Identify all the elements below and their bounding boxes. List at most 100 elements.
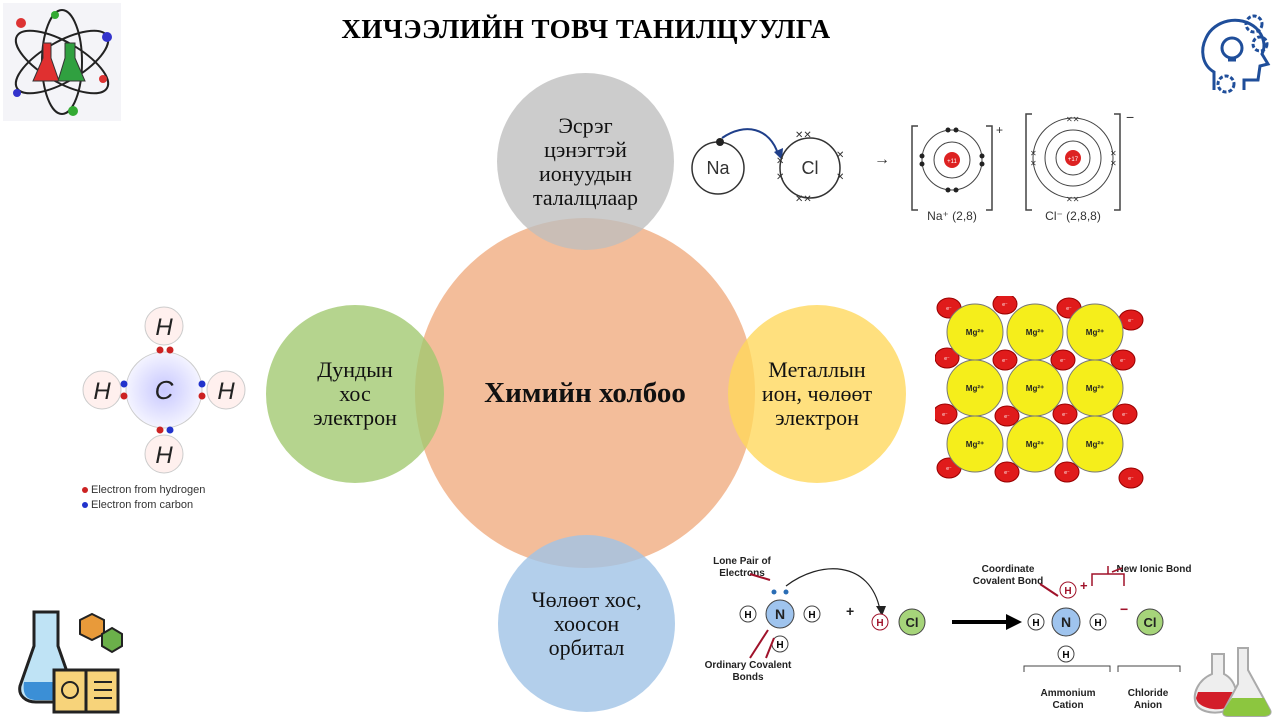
free-electron-label: e⁻ — [1002, 302, 1008, 308]
reaction-arrow: → — [874, 151, 890, 168]
mg-ion-label: Mg²⁺ — [1026, 440, 1044, 449]
mg-ion-label: Mg²⁺ — [966, 328, 984, 337]
methane-diagram: C H H H H — [82, 306, 246, 474]
free-electron-label: e⁻ — [1002, 358, 1008, 364]
svg-text:−: − — [1120, 601, 1128, 617]
svg-text:✕✕: ✕✕ — [1066, 195, 1079, 204]
center-label: Химийн холбоо — [484, 376, 686, 409]
carbon-label: C — [155, 375, 174, 405]
svg-text:✕: ✕ — [776, 156, 784, 167]
free-electron-label: e⁻ — [1122, 412, 1128, 418]
free-electron — [1118, 467, 1144, 489]
metallic-lattice-diagram: e⁻ e⁻ e⁻ e⁻ e⁻ e⁻ e⁻ e⁻ e⁻ e⁻ e⁻ e⁻ e⁻ e⁻ e⁻ e⁻ Mg²⁺ Mg²⁺… — [935, 296, 1144, 489]
head-gears-icon — [1201, 14, 1271, 94]
svg-text:H: H — [1062, 650, 1069, 661]
methane-legend: Electron from hydrogen Electron from car… — [82, 483, 205, 513]
svg-text:H: H — [93, 378, 111, 405]
svg-text:H: H — [1064, 586, 1071, 597]
free-electron — [994, 461, 1020, 483]
svg-text:✕✕: ✕✕ — [795, 130, 812, 141]
cl-atom-label: Cl — [802, 158, 819, 178]
page-title: ХИЧЭЭЛИЙН ТОВЧ ТАНИЛЦУУЛГА — [341, 14, 831, 44]
legend-hydrogen: Electron from hydrogen — [82, 483, 205, 498]
free-electron — [1050, 349, 1076, 371]
free-electron — [935, 403, 958, 425]
free-electron-label: e⁻ — [944, 356, 950, 362]
metallic-bond-circle: Металлын ион, чөлөөт электрон — [728, 305, 906, 483]
mg-ion-label: Mg²⁺ — [966, 440, 984, 449]
mg-ion — [1006, 415, 1064, 473]
svg-text:✕: ✕ — [1030, 149, 1037, 158]
covalent-bond-circle: Дундын хос электрон — [266, 305, 444, 483]
mg-ion-label: Mg²⁺ — [966, 384, 984, 393]
free-electron — [1112, 403, 1138, 425]
mg-ion-label: Mg²⁺ — [1086, 384, 1104, 393]
free-electron-label: e⁻ — [1062, 412, 1068, 418]
free-electron-label: e⁻ — [1120, 358, 1126, 364]
mg-ion-label: Mg²⁺ — [1026, 328, 1044, 337]
free-electron — [992, 349, 1018, 371]
free-electron-label: e⁻ — [1064, 470, 1070, 476]
svg-text:H: H — [808, 610, 815, 621]
svg-text:✕✕: ✕✕ — [1066, 115, 1079, 124]
svg-text:✕: ✕ — [836, 172, 844, 183]
covalent-bond-label: Дундын хос электрон — [313, 357, 397, 430]
svg-text:H: H — [155, 314, 173, 341]
ionic-bond-label: Эсрэг цэнэгтэй ионуудын талалцлаар — [532, 112, 639, 210]
svg-text:Cl: Cl — [906, 615, 919, 630]
free-electron-label: e⁻ — [946, 306, 952, 312]
svg-text:H: H — [1032, 618, 1039, 629]
hydrogen-electron-dot — [82, 487, 88, 494]
svg-text:−: − — [1126, 109, 1134, 125]
svg-text:+: + — [1080, 578, 1088, 593]
svg-text:+: + — [996, 123, 1003, 137]
carbon-electron-dot — [82, 502, 88, 509]
ionic-bond-diagram: Na Cl ✕✕ ✕✕ ✕✕ ✕✕ → + +11 Na⁺ (2,8) − +1… — [691, 109, 1134, 223]
free-electron-label: e⁻ — [1128, 476, 1134, 482]
svg-text:✕: ✕ — [776, 172, 784, 183]
svg-text:H: H — [744, 610, 751, 621]
new-ionic-bond-label: New Ionic Bond — [1117, 564, 1192, 575]
metallic-bond-label: Металлын ион, чөлөөт электрон — [761, 357, 873, 430]
ionic-bond-circle: Эсрэг цэнэгтэй ионуудын талалцлаар — [497, 73, 674, 250]
mg-ion-label: Mg²⁺ — [1086, 440, 1104, 449]
free-electron-label: e⁻ — [1004, 470, 1010, 476]
svg-text:Cl: Cl — [1144, 615, 1157, 630]
free-electron-label: e⁻ — [1004, 414, 1010, 420]
chemistry-book-icon — [18, 610, 123, 714]
svg-text:H: H — [776, 640, 783, 651]
chemical-bond-circle: Химийн холбоо — [415, 218, 755, 568]
svg-text:H: H — [217, 378, 235, 405]
svg-text:H: H — [876, 618, 883, 629]
free-electron — [994, 405, 1020, 427]
svg-text:✕: ✕ — [1110, 149, 1117, 158]
svg-text:+17: +17 — [1068, 157, 1079, 163]
svg-text:+11: +11 — [947, 159, 957, 165]
free-electron — [935, 347, 960, 369]
free-electron-label: e⁻ — [942, 412, 948, 418]
free-electron — [1110, 349, 1136, 371]
na-ion-label: Na⁺ (2,8) — [927, 209, 977, 223]
mg-ion — [1066, 415, 1124, 473]
free-electron-label: e⁻ — [1060, 358, 1066, 364]
atom-flasks-icon — [3, 3, 121, 121]
svg-text:✕: ✕ — [1030, 159, 1037, 168]
mg-ion-label: Mg²⁺ — [1026, 384, 1044, 393]
legend-carbon: Electron from carbon — [82, 498, 205, 513]
free-electron-label: e⁻ — [1128, 318, 1134, 324]
svg-text:N: N — [1061, 614, 1071, 630]
svg-text:H: H — [155, 442, 173, 469]
free-electron — [1054, 461, 1080, 483]
free-electron-label: e⁻ — [946, 466, 952, 472]
free-electron-label: e⁻ — [1066, 306, 1072, 312]
mg-ion — [946, 415, 1004, 473]
svg-text:✕: ✕ — [836, 150, 844, 161]
cl-ion-label: Cl⁻ (2,8,8) — [1045, 209, 1101, 223]
svg-text:✕✕: ✕✕ — [795, 194, 812, 205]
svg-text:N: N — [775, 606, 785, 622]
